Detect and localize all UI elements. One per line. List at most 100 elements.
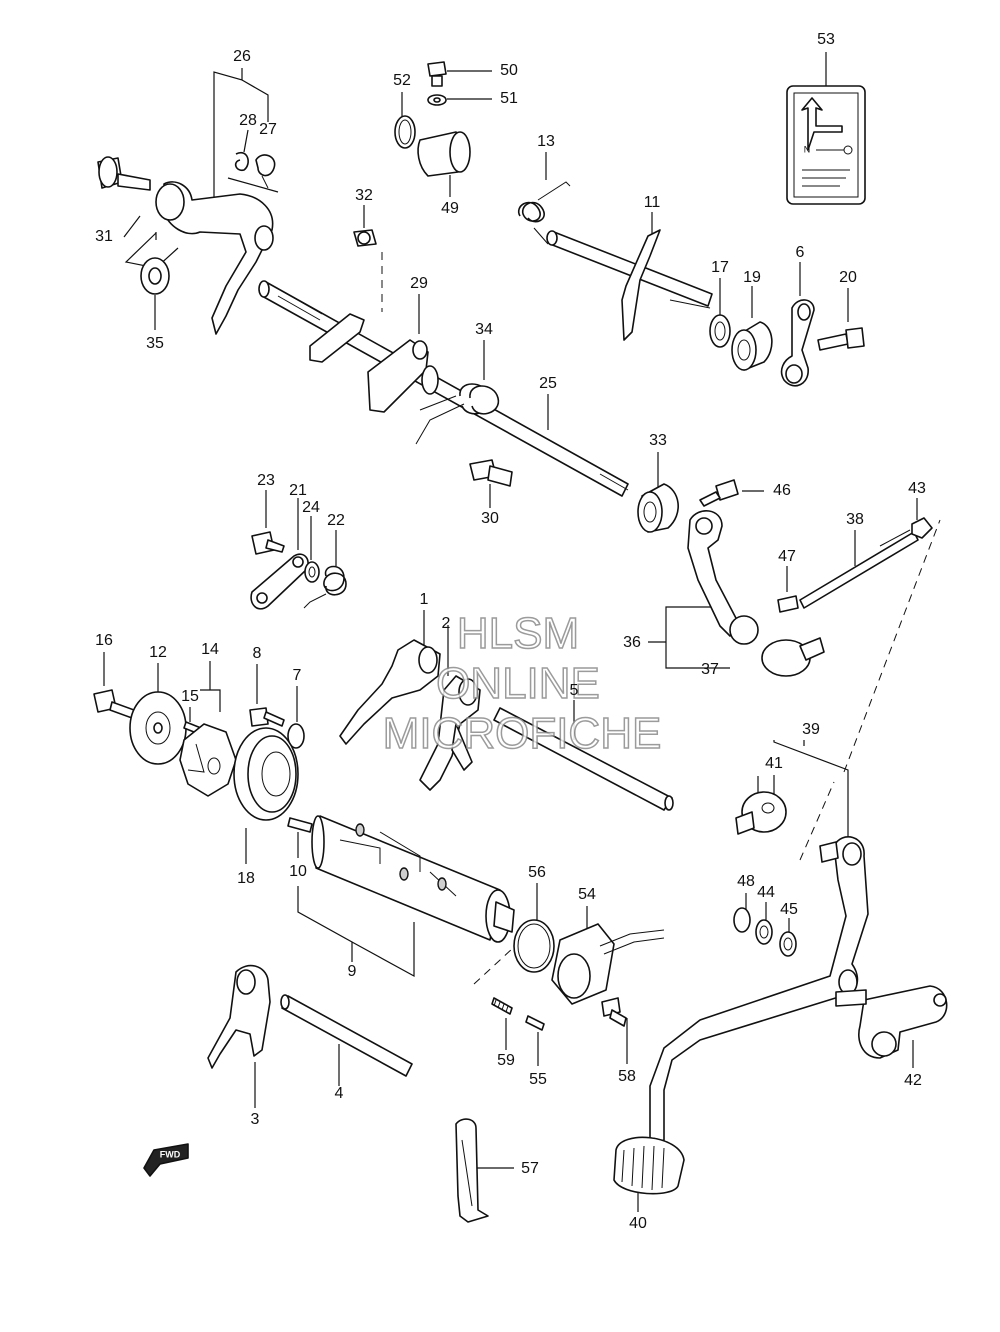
part-label-34: 34 <box>475 321 493 338</box>
part-label-47: 47 <box>778 548 796 565</box>
part-label-55: 55 <box>529 1071 547 1088</box>
part-label-42: 42 <box>904 1072 922 1089</box>
part-label-59: 59 <box>497 1052 515 1069</box>
part-label-56: 56 <box>528 864 546 881</box>
peg-42-icon <box>835 985 948 1059</box>
indicator-plate-53-icon: N <box>786 85 866 205</box>
shaft-4-icon <box>280 994 413 1077</box>
part-label-58: 58 <box>618 1068 636 1085</box>
shaft-5-icon <box>493 707 674 811</box>
star-14-icon <box>179 723 237 797</box>
washer-44-icon <box>755 919 773 945</box>
part-labels: 1 2 3 4 5 6 8 7 9 10 11 12 13 14 15 16 1… <box>95 31 926 1232</box>
part-label-10: 10 <box>289 863 307 880</box>
spring-27-icon <box>255 154 276 189</box>
plate-12-icon <box>129 691 187 765</box>
washer-24-icon <box>304 561 320 583</box>
watermark: HLSM ONLINE MICROFICHE <box>382 608 662 759</box>
part-label-20: 20 <box>839 269 857 286</box>
washer-45-icon <box>779 931 797 957</box>
indicator-mark-n: N <box>804 144 811 154</box>
part-label-37: 37 <box>701 661 719 678</box>
part-label-51: 51 <box>500 90 518 107</box>
part-label-18: 18 <box>237 870 255 887</box>
part-label-31: 31 <box>95 228 113 245</box>
part-label-8: 8 <box>253 645 262 662</box>
washer-48-icon <box>733 907 751 933</box>
cap-49-icon <box>417 131 471 177</box>
part-label-19: 19 <box>743 269 761 286</box>
part-label-26: 26 <box>233 48 251 65</box>
part-label-29: 29 <box>410 275 428 292</box>
leader-lines <box>103 52 941 1212</box>
washer-35-icon <box>140 257 170 295</box>
fwd-arrow-icon: FWD <box>143 1143 189 1177</box>
screw-58-icon <box>601 997 627 1027</box>
part-label-14: 14 <box>201 641 219 658</box>
part-label-50: 50 <box>500 62 518 79</box>
part-label-6: 6 <box>796 244 805 261</box>
part-label-11: 11 <box>644 194 661 211</box>
bolt-23-icon <box>251 531 285 555</box>
part-label-28: 28 <box>239 112 257 129</box>
link-21-icon <box>250 553 309 610</box>
bolt-20-icon <box>817 327 865 351</box>
gearshift-lever-40-icon <box>613 836 869 1195</box>
part-label-27: 27 <box>259 121 277 138</box>
part-label-36: 36 <box>623 634 641 651</box>
shaft-11-icon <box>546 229 713 341</box>
bolt-31-icon <box>97 156 151 191</box>
part-label-1: 1 <box>420 591 429 608</box>
joint-37-icon <box>761 637 825 677</box>
part-label-49: 49 <box>441 200 459 217</box>
part-label-3: 3 <box>251 1111 260 1128</box>
part-label-57: 57 <box>521 1160 539 1177</box>
arm-36-icon <box>687 510 759 645</box>
part-label-33: 33 <box>649 432 667 449</box>
part-label-46: 46 <box>773 482 791 499</box>
bolt-46-icon <box>699 479 739 507</box>
bearing-19-icon <box>731 321 773 371</box>
part-label-39: 39 <box>802 721 820 738</box>
part-label-2: 2 <box>442 615 451 632</box>
bolt-30-icon <box>469 459 513 487</box>
washer-7-icon <box>287 723 305 749</box>
arm-6-icon <box>780 299 815 387</box>
washer-17-icon <box>709 314 731 348</box>
part-label-12: 12 <box>149 644 167 661</box>
o-ring-56-icon <box>513 919 555 973</box>
shift-drum-9-icon <box>311 815 515 943</box>
clip-57-icon <box>455 1118 489 1223</box>
rod-38-icon <box>799 529 919 609</box>
watermark-line-3: MICROFICHE <box>383 709 662 758</box>
bearing-33-icon <box>637 483 679 533</box>
part-label-17: 17 <box>711 259 729 276</box>
part-label-25: 25 <box>539 375 557 392</box>
joint-41-icon <box>735 791 787 835</box>
nut-43-icon <box>911 517 933 539</box>
part-label-40: 40 <box>629 1215 647 1232</box>
nut-47-icon <box>777 595 799 613</box>
shaft-25-icon <box>258 280 629 497</box>
part-label-38: 38 <box>846 511 864 528</box>
part-label-24: 24 <box>302 499 320 516</box>
part-label-23: 23 <box>257 472 275 489</box>
spring-59-icon <box>491 997 513 1015</box>
part-label-7: 7 <box>293 667 302 684</box>
part-label-9: 9 <box>348 963 357 980</box>
part-label-52: 52 <box>393 72 411 89</box>
screw-8-icon <box>249 707 285 727</box>
spring-34-icon <box>415 383 499 445</box>
part-label-5: 5 <box>570 682 579 699</box>
switch-54-icon <box>551 923 665 1005</box>
part-label-41: 41 <box>765 755 783 772</box>
fork-2-icon <box>419 675 481 791</box>
part-label-48: 48 <box>737 873 755 890</box>
bolt-50-icon <box>427 61 447 87</box>
watermark-line-1: HLSM <box>457 609 579 658</box>
fwd-label: FWD <box>160 1149 181 1159</box>
fork-1-icon <box>339 639 441 745</box>
part-label-45: 45 <box>780 901 798 918</box>
part-label-32: 32 <box>355 187 373 204</box>
